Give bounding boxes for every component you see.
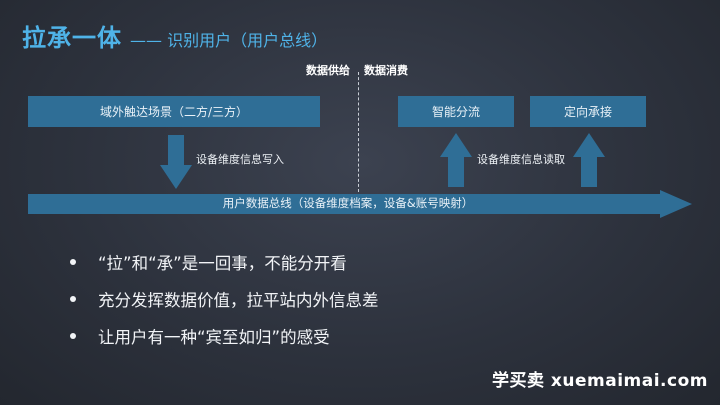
bullet-item: 充分发挥数据价值，拉平站内外信息差 — [70, 287, 379, 311]
smart-routing-box: 智能分流 — [398, 96, 514, 127]
read-label: 设备维度信息读取 — [477, 153, 565, 166]
write-label: 设备维度信息写入 — [196, 153, 284, 166]
title-sub: —— 识别用户（用户总线） — [130, 31, 328, 50]
supply-consume-divider — [358, 72, 359, 192]
bus-label: 用户数据总线（设备维度档案，设备&账号映射） — [222, 196, 474, 210]
user-data-bus: 用户数据总线（设备维度档案，设备&账号映射） — [28, 190, 692, 218]
write-down-arrow-icon — [160, 135, 192, 189]
bullet-item: 让用户有一种“宾至如归”的感受 — [70, 324, 379, 348]
targeted-receiving-box: 定向承接 — [530, 96, 646, 127]
bullet-list: “拉”和“承”是一回事，不能分开看 充分发挥数据价值，拉平站内外信息差 让用户有… — [70, 250, 379, 361]
bus-arrow-icon — [28, 190, 692, 218]
source-scene-box: 域外触达场景（二方/三方） — [28, 96, 320, 127]
title-main: 拉承一体 — [22, 24, 122, 52]
consume-label: 数据消费 — [364, 64, 408, 77]
supply-label: 数据供给 — [306, 64, 350, 77]
read-up-arrow-icon-2 — [573, 133, 605, 187]
read-up-arrow-icon-1 — [440, 133, 472, 187]
bullet-item: “拉”和“承”是一回事，不能分开看 — [70, 250, 379, 274]
slide-title: 拉承一体 —— 识别用户（用户总线） — [22, 18, 327, 53]
watermark: 学买卖 xuemaimai.com — [492, 371, 708, 391]
